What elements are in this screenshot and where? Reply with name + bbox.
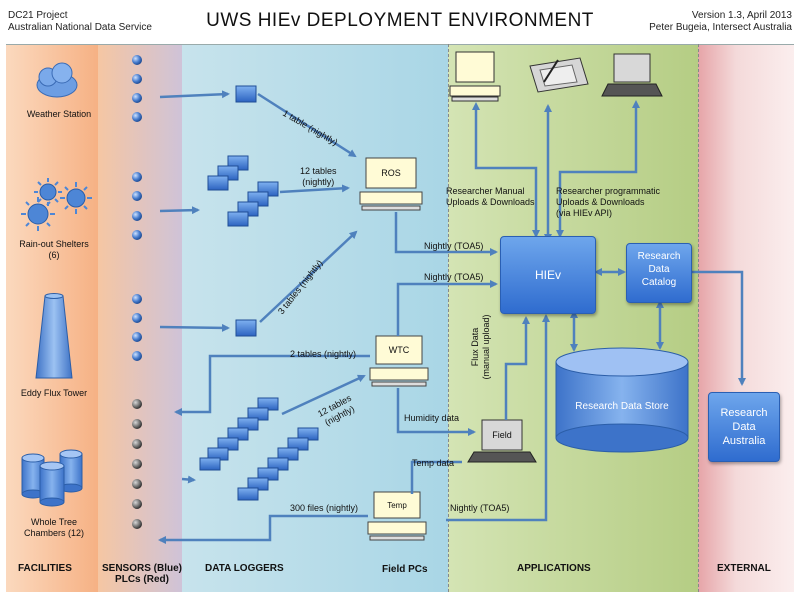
- rainout-shelters-label: Rain-out Shelters (6): [14, 239, 94, 261]
- page-title: UWS HIEv DEPLOYMENT ENVIRONMENT: [206, 10, 594, 31]
- header-right: Version 1.3, April 2013 Peter Bugeia, In…: [649, 10, 792, 34]
- flow-label-programmatic-uploads: Researcher programmatic Uploads & Downlo…: [556, 186, 660, 219]
- flow-label-twelve-tables: 12 tables (nightly): [300, 166, 337, 188]
- zone-label-sensors-line2: PLCs (Red): [115, 574, 169, 585]
- version-text: Version 1.3, April 2013: [691, 10, 792, 21]
- weather-station-label: Weather Station: [26, 109, 92, 119]
- datalogger-weather: [235, 85, 257, 103]
- flow-label-prog-line3: (via HIEv API): [556, 208, 613, 218]
- laptop-field-label: Field: [492, 430, 512, 440]
- weather-station-icon: [36, 62, 78, 98]
- whole-tree-chambers-icon: [21, 449, 83, 507]
- flow-label-flux-line2: (manual upload): [481, 314, 491, 380]
- flow-label-twelve-tables-line2: (nightly): [302, 177, 335, 187]
- pc-ros-label: ROS: [381, 168, 401, 178]
- flow-label-two-tables: 2 tables (nightly): [290, 349, 357, 359]
- flow-label-flux-data: Flux Data (manual upload): [470, 312, 492, 382]
- catalog-line2: Data: [648, 264, 670, 275]
- organisation-name: Australian National Data Service: [8, 22, 152, 33]
- flow-label-300-files: 300 files (nightly): [290, 503, 359, 513]
- pc-ros-icon: [359, 157, 423, 211]
- project-name: DC21 Project: [8, 10, 68, 21]
- zone-label-field-pcs: Field PCs: [382, 564, 428, 575]
- datalogger-rainout-stack: [207, 155, 279, 227]
- eddy-flux-tower-icon: [35, 293, 73, 379]
- flow-label-manual-uploads: Researcher Manual Uploads & Downloads: [446, 186, 535, 208]
- pc-temp-icon: [367, 491, 427, 541]
- wtc-line2: Chambers (12): [23, 528, 85, 538]
- author-text: Peter Bugeia, Intersect Australia: [649, 22, 792, 33]
- eddy-flux-tower-label: Eddy Flux Tower: [20, 388, 88, 398]
- zone-label-external: EXTERNAL: [717, 563, 771, 574]
- flow-arrows: [158, 90, 746, 544]
- flow-label-nightly-toa5-temp: Nightly (TOA5): [450, 503, 510, 513]
- research-data-store-icon: [555, 347, 689, 453]
- rda-line3: Australia: [722, 435, 766, 447]
- zone-divider: [6, 44, 794, 45]
- zone-label-dataloggers: DATA LOGGERS: [205, 563, 284, 574]
- flow-label-nightly-toa5-wtc: Nightly (TOA5): [424, 272, 484, 282]
- graphics-tablet-icon: [529, 57, 589, 93]
- laptop-icon: [601, 53, 663, 97]
- whole-tree-chambers-label: Whole Tree Chambers (12): [14, 517, 94, 539]
- datalogger-chambers-stack: [199, 397, 319, 501]
- rainout-line2: (6): [48, 250, 60, 260]
- research-data-store-label: Research Data Store: [575, 401, 669, 412]
- datalogger-eddy: [235, 319, 257, 337]
- plc-group-chambers: [132, 399, 142, 529]
- catalog-line1: Research: [637, 251, 681, 262]
- pc-wtc-icon: [369, 335, 429, 387]
- desktop-computer-icon: [449, 51, 501, 102]
- research-data-catalog-node: Research Data Catalog: [626, 243, 692, 303]
- sensor-group-weather: [132, 55, 142, 122]
- pc-temp-label: Temp: [387, 501, 407, 510]
- flow-label-manual-line2: Uploads & Downloads: [446, 197, 535, 207]
- rda-line2: Data: [732, 421, 756, 433]
- flow-label-prog-line1: Researcher programmatic: [556, 186, 661, 196]
- sensor-group-eddy: [132, 294, 142, 361]
- zone-label-sensors-line1: SENSORS (Blue): [102, 563, 183, 574]
- rainout-shelters-icon: [21, 178, 92, 231]
- pc-wtc-label: WTC: [388, 345, 410, 355]
- sensor-group-rainout: [132, 172, 142, 240]
- flow-label-twelve-tables-line1: 12 tables: [300, 166, 337, 176]
- flow-label-flux-line1: Flux Data: [470, 327, 480, 367]
- flow-label-humidity: Humidity data: [404, 413, 460, 423]
- rda-line1: Research: [720, 407, 768, 419]
- flow-label-nightly-toa5-ros: Nightly (TOA5): [424, 241, 484, 251]
- catalog-line3: Catalog: [641, 277, 677, 288]
- flow-label-manual-line1: Researcher Manual: [446, 186, 525, 196]
- zone-label-applications: APPLICATIONS: [517, 563, 591, 574]
- zone-label-sensors: SENSORS (Blue) PLCs (Red): [102, 563, 182, 585]
- header-left: DC21 Project Australian National Data Se…: [8, 10, 152, 34]
- zone-divider: [448, 44, 449, 592]
- rainout-line1: Rain-out Shelters: [19, 239, 89, 249]
- research-data-australia-node: Research Data Australia: [708, 392, 780, 462]
- laptop-field-icon: [467, 419, 537, 463]
- wtc-line1: Whole Tree: [30, 517, 78, 527]
- zone-label-facilities: FACILITIES: [18, 563, 72, 574]
- flow-label-prog-line2: Uploads & Downloads: [556, 197, 645, 207]
- flow-label-temp-data: Temp data: [412, 458, 455, 468]
- hiev-node: HIEv: [500, 236, 596, 314]
